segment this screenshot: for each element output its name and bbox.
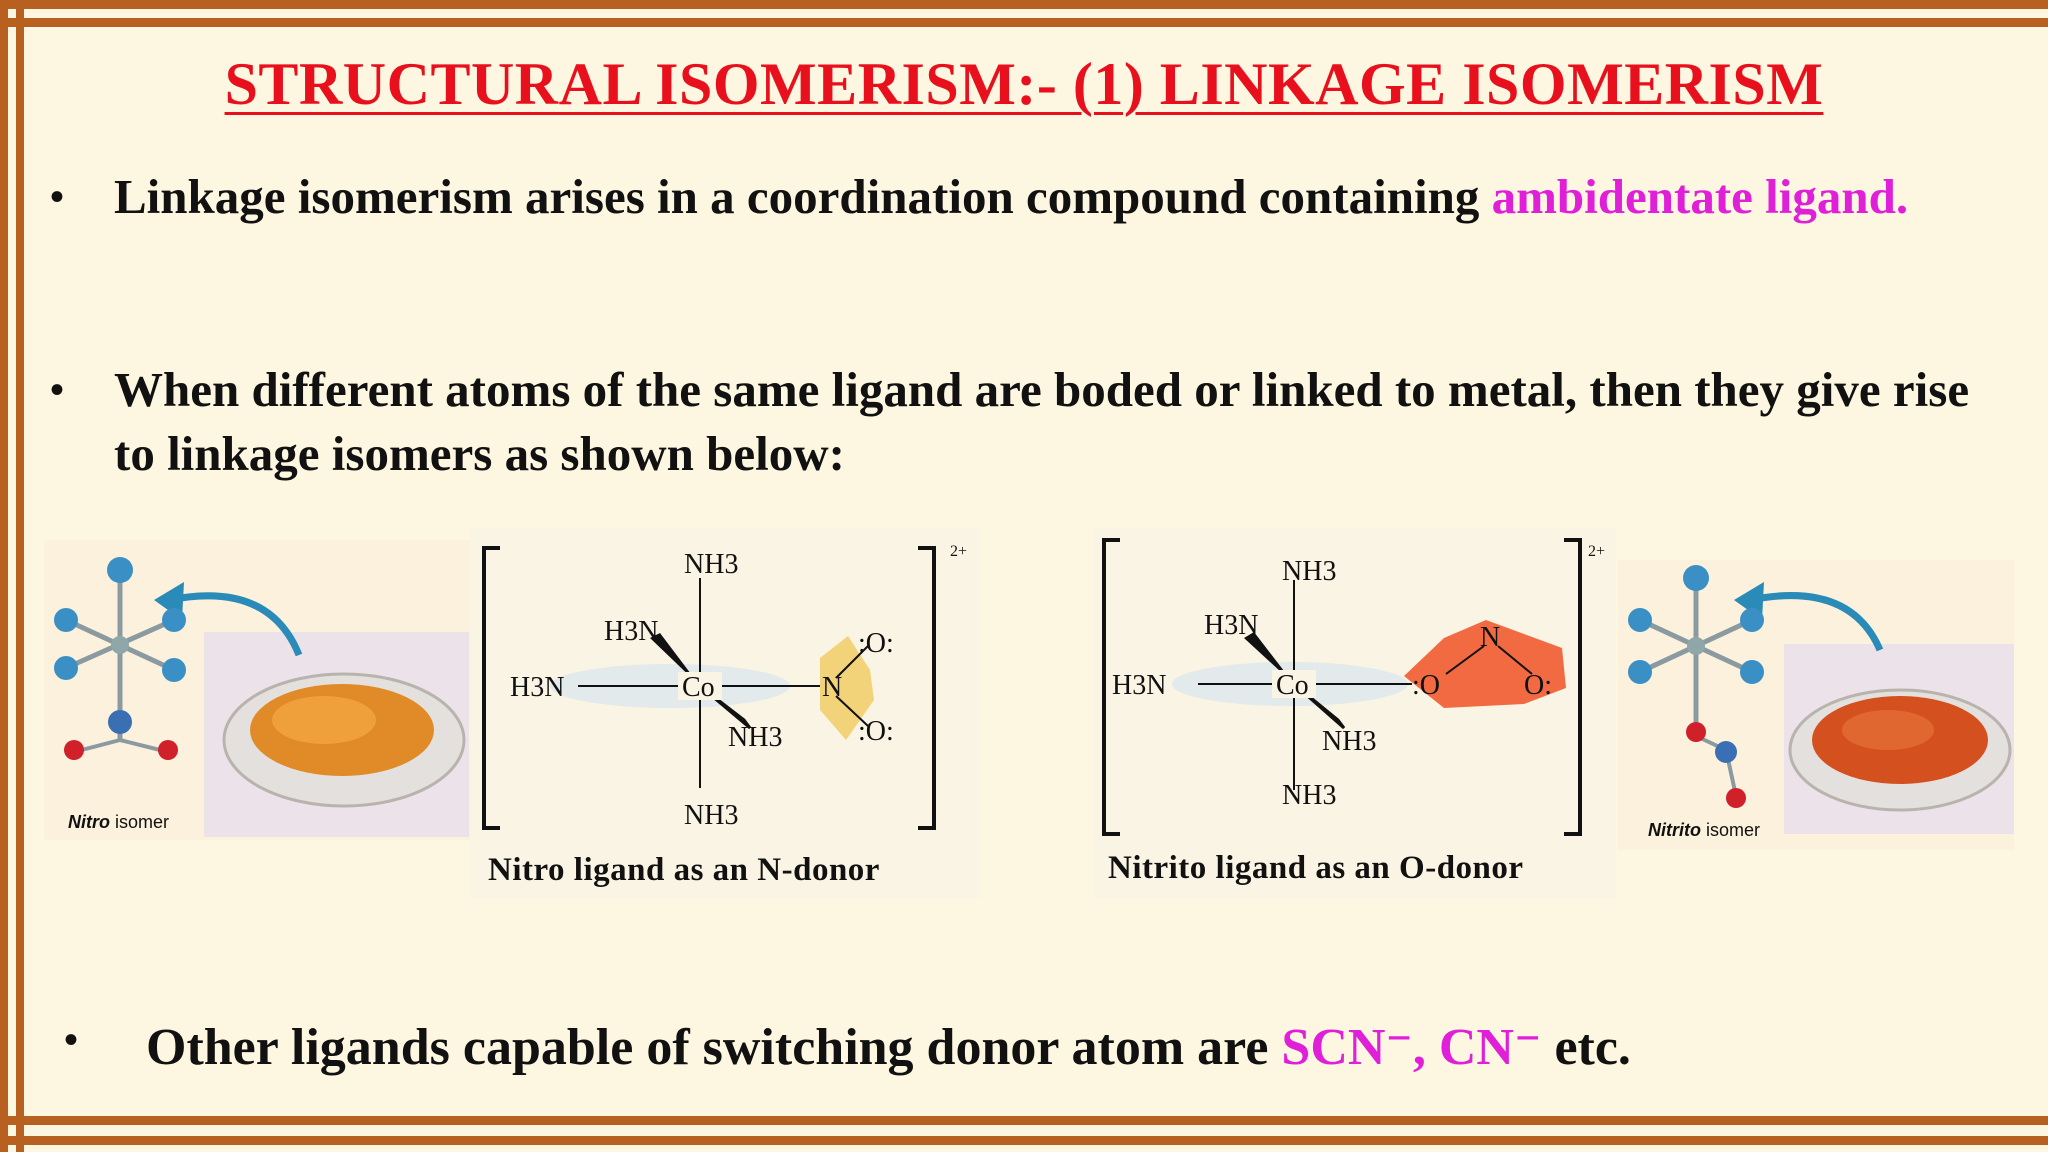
frame-bottom-inner xyxy=(0,1116,2048,1125)
svg-text:N: N xyxy=(1480,622,1500,653)
metal-label: Co xyxy=(682,672,715,703)
oxygen-atom xyxy=(158,740,178,760)
bracket-right xyxy=(1564,538,1582,836)
svg-text:NH3: NH3 xyxy=(1322,726,1376,757)
nitro-model-svg xyxy=(54,557,469,837)
svg-text::O:: :O: xyxy=(858,628,894,659)
svg-text:H3N: H3N xyxy=(1112,670,1166,701)
oxygen-atom xyxy=(1686,722,1706,742)
frame-top-inner xyxy=(0,18,2048,27)
donor-atom-label: :O xyxy=(1412,670,1440,701)
arrow-curve xyxy=(1749,592,1884,652)
svg-text:H3N: H3N xyxy=(1204,610,1258,641)
svg-text:H3N: H3N xyxy=(510,672,564,703)
frame-left-outer xyxy=(0,0,8,1152)
bracket-left xyxy=(1102,538,1120,836)
nitrito-structure-svg: 2+ NH3 H3N H3N Co :O N O: NH3 NH3 xyxy=(1102,538,1605,836)
nitro-caption: Nitro ligand as an N-donor xyxy=(488,852,880,888)
bullet-3-text-after: etc. xyxy=(1541,1019,1631,1076)
oxygen-atom xyxy=(1726,788,1746,808)
bullet-dot: • xyxy=(50,367,65,412)
svg-text:NH3: NH3 xyxy=(1282,556,1336,587)
bracket-right xyxy=(918,546,936,830)
oxygen-atom xyxy=(64,740,84,760)
arrow-curve xyxy=(168,592,303,657)
nitrogen-atom xyxy=(107,557,133,583)
bullet-1-highlight: ambidentate ligand. xyxy=(1491,169,1909,224)
svg-text:NH3: NH3 xyxy=(728,722,782,753)
cobalt-atom xyxy=(1687,637,1705,655)
charge-label: 2+ xyxy=(1588,543,1605,560)
nitrito-isomer-illustration: Nitrito isomer xyxy=(1618,560,2014,850)
cobalt-atom xyxy=(111,636,129,654)
nitrito-structure: 2+ NH3 H3N H3N Co :O N O: NH3 NH3 Nitrit… xyxy=(1094,528,1616,898)
nitrogen-atom xyxy=(1715,741,1737,763)
nitro-group-shape xyxy=(820,636,874,740)
nitro-isomer-illustration: Nitro isomer xyxy=(44,540,474,840)
bullet-dot: • xyxy=(64,1017,79,1062)
svg-text::O:: :O: xyxy=(858,716,894,747)
bullet-dot: • xyxy=(50,174,65,219)
bullet-2: • When different atoms of the same ligan… xyxy=(50,358,1970,486)
svg-text:H3N: H3N xyxy=(604,616,658,647)
metal-label: Co xyxy=(1276,670,1309,701)
nitrito-isomer-label: Nitrito isomer xyxy=(1648,820,1761,840)
bracket-left xyxy=(482,546,500,830)
slide-title: STRUCTURAL ISOMERISM:- (1) LINKAGE ISOME… xyxy=(224,51,1824,117)
bullet-1: • Linkage isomerism arises in a coordina… xyxy=(50,165,1970,229)
nitrito-model-svg xyxy=(1628,565,2014,834)
bullet-3-text: Other ligands capable of switching donor… xyxy=(146,1019,1282,1076)
svg-text:NH3: NH3 xyxy=(684,549,738,580)
nitro-structure-svg: 2+ NH3 H3N H3N Co N :O: :O: NH3 NH3 xyxy=(482,543,967,831)
charge-label: 2+ xyxy=(950,543,967,560)
bullet-1-text: Linkage isomerism arises in a coordinati… xyxy=(114,169,1492,224)
svg-text:NH3: NH3 xyxy=(1282,780,1336,811)
svg-text:O:: O: xyxy=(1524,670,1552,701)
nitro-structure: 2+ NH3 H3N H3N Co N :O: :O: NH3 NH3 Nitr… xyxy=(470,528,980,898)
frame-bottom-outer xyxy=(0,1136,2048,1145)
frame-top-outer xyxy=(0,0,2048,9)
frame-left-inner xyxy=(16,0,24,1152)
bullet-3-highlight: SCN⁻, CN⁻ xyxy=(1281,1019,1542,1076)
nitrito-group-shape xyxy=(1404,620,1566,708)
svg-text:NH3: NH3 xyxy=(684,800,738,831)
bullet-3: • Other ligands capable of switching don… xyxy=(64,1016,1984,1080)
nitrito-caption: Nitrito ligand as an O-donor xyxy=(1108,850,1524,886)
nitro-isomer-label: Nitro isomer xyxy=(68,812,170,832)
bullet-2-text: When different atoms of the same ligand … xyxy=(114,362,1970,481)
donor-atom-label: N xyxy=(822,672,842,703)
